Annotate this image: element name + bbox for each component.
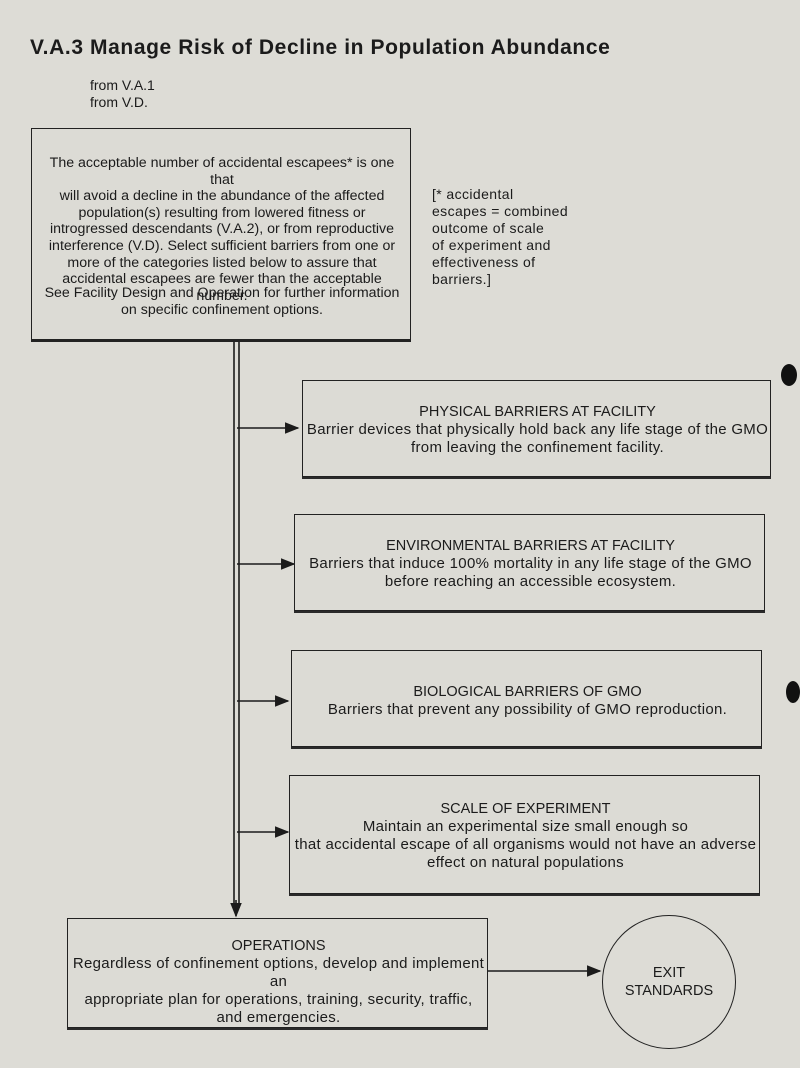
punch-hole-middle (786, 681, 800, 703)
physical-barriers-box: PHYSICAL BARRIERS AT FACILITY Barrier de… (302, 380, 771, 477)
main-box-line: more of the categories listed below to a… (67, 254, 377, 271)
footnote: [* accidental escapes = combined outcome… (432, 186, 582, 288)
environmental-barriers-heading: ENVIRONMENTAL BARRIERS AT FACILITY (386, 538, 675, 554)
from-reference-1: from V.A.1 (90, 77, 155, 93)
exit-standards-node: EXIT STANDARDS (602, 915, 736, 1049)
main-box-line: population(s) resulting from lowered fit… (78, 204, 366, 221)
physical-barriers-heading: PHYSICAL BARRIERS AT FACILITY (419, 404, 656, 420)
footnote-line: [* accidental (432, 186, 514, 202)
scale-of-experiment-line: Maintain an experimental size small enou… (362, 818, 689, 835)
scale-of-experiment-line: that accidental escape of all organisms … (294, 836, 757, 853)
biological-barriers-line: Barriers that prevent any possibility of… (327, 701, 728, 718)
scale-of-experiment-line: effect on natural populations (427, 854, 624, 871)
biological-barriers-box: BIOLOGICAL BARRIERS OF GMO Barriers that… (291, 650, 762, 747)
footnote-line: outcome of scale (432, 220, 545, 236)
main-box-line: accidental escapees are fewer than the a… (62, 271, 382, 304)
acceptable-escapees-box: The acceptable number of accidental esca… (31, 128, 411, 342)
main-box-line: interference (V.D). Select sufficient ba… (48, 237, 396, 254)
operations-heading: OPERATIONS (231, 938, 326, 954)
from-reference-2: from V.D. (90, 94, 148, 110)
footnote-line: escapes = combined (432, 203, 569, 219)
see-facility-line: on specific confinement options. (121, 301, 323, 318)
physical-barriers-line: Barrier devices that physically hold bac… (306, 421, 769, 438)
operations-line: Regardless of confinement options, devel… (72, 955, 485, 990)
main-box-line: introgressed descendants (V.A.2), or fro… (49, 221, 395, 238)
main-box-line: will avoid a decline in the abundance of… (59, 188, 385, 205)
footnote-line: barriers.] (432, 271, 492, 287)
physical-barriers-line: from leaving the confinement facility. (411, 439, 664, 456)
standards-label: STANDARDS (624, 983, 714, 999)
operations-box: OPERATIONS Regardless of confinement opt… (67, 918, 488, 1028)
exit-label: EXIT (652, 965, 686, 981)
punch-hole-top (781, 364, 797, 386)
scale-of-experiment-heading: SCALE OF EXPERIMENT (440, 801, 611, 817)
environmental-barriers-box: ENVIRONMENTAL BARRIERS AT FACILITY Barri… (294, 514, 765, 611)
see-facility-line: See Facility Design and Operation for fu… (44, 285, 400, 301)
main-box-line: The acceptable number of accidental esca… (49, 155, 395, 188)
operations-line: and emergencies. (216, 1009, 341, 1026)
operations-line: appropriate plan for operations, trainin… (84, 991, 473, 1008)
footnote-line: effectiveness of (432, 254, 536, 270)
environmental-barriers-line: before reaching an accessible ecosystem. (384, 573, 677, 590)
footnote-line: of experiment and (432, 237, 551, 253)
environmental-barriers-line: Barriers that induce 100% mortality in a… (309, 555, 752, 572)
biological-barriers-heading: BIOLOGICAL BARRIERS OF GMO (413, 684, 642, 700)
page-title: V.A.3 Manage Risk of Decline in Populati… (30, 36, 611, 59)
scale-of-experiment-box: SCALE OF EXPERIMENT Maintain an experime… (289, 775, 760, 894)
